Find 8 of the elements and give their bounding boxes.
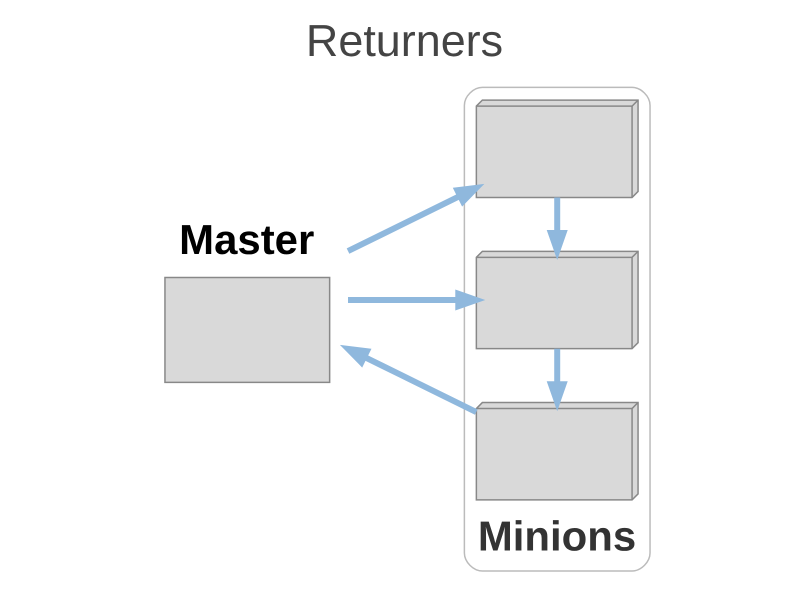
node-label: Master (179, 216, 314, 264)
arrow (546, 197, 568, 260)
arrow (346, 184, 484, 254)
cluster: Minions (464, 86, 651, 572)
diagram-title: Returners (306, 14, 504, 66)
arrow (348, 289, 486, 310)
arrow (340, 344, 478, 415)
arrow (546, 348, 568, 412)
